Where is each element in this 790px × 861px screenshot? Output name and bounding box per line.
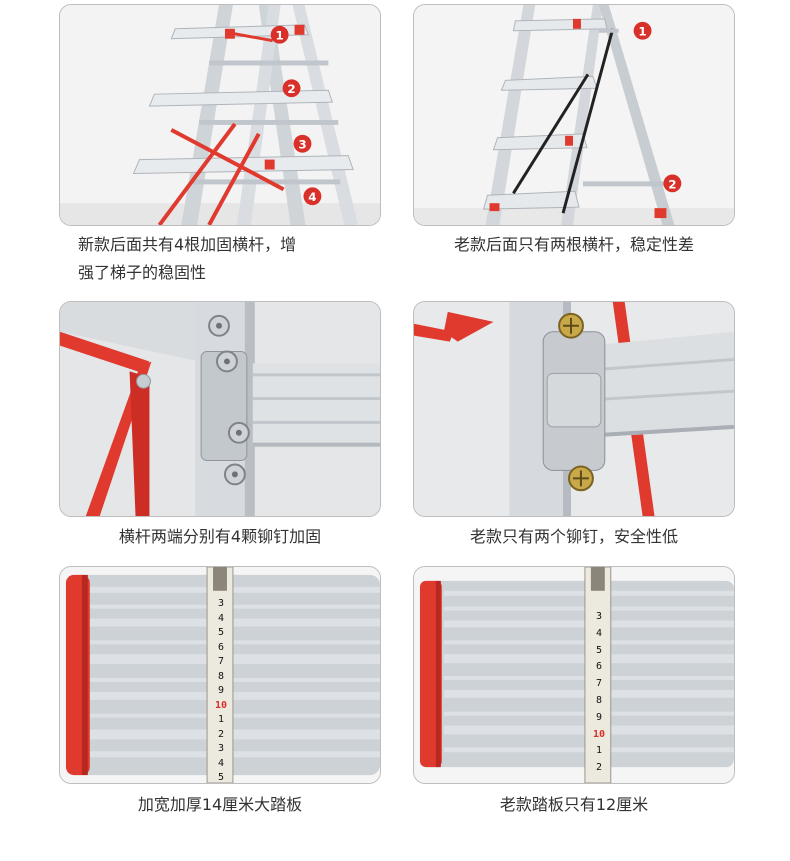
- old-step-caption: 老款踏板只有12厘米: [499, 795, 649, 814]
- rivet-4: [223, 463, 246, 486]
- old-ladder-braces-caption: 老款后面只有两根横杆，稳定性差: [453, 235, 694, 254]
- number-badge-2: 2: [282, 79, 301, 98]
- tape-number: 4: [217, 757, 225, 769]
- tape-number: 7: [217, 656, 225, 667]
- four-rivets-illustration: [60, 302, 380, 516]
- tape-number: 4: [217, 612, 225, 624]
- four-rivets-caption: 横杆两端分别有4颗铆钉加固: [118, 527, 322, 546]
- tape-number-highlight: 10: [592, 728, 606, 740]
- tape-number: 2: [217, 728, 225, 740]
- two-rivets-illustration: [414, 302, 734, 516]
- wide-step-caption: 加宽加厚14厘米大踏板: [137, 795, 303, 814]
- tape-number: 1: [217, 714, 225, 725]
- tape-number: 7: [595, 678, 603, 690]
- old-ladder-illustration: 1 2: [414, 5, 734, 225]
- wide-step-illustration: [60, 567, 380, 783]
- svg-text:2: 2: [668, 177, 676, 191]
- new-ladder-rear-braces-photo: 1 2 3 4: [59, 4, 381, 226]
- svg-text:4: 4: [308, 190, 316, 204]
- number-badge-3: 3: [293, 134, 312, 153]
- number-badge-2: 2: [663, 174, 682, 193]
- tape-number: 8: [595, 694, 603, 706]
- tape-number: 4: [595, 627, 603, 639]
- tape-number: 9: [595, 711, 603, 723]
- two-rivets-closeup-photo: [413, 301, 735, 517]
- rivet-2: [216, 350, 238, 373]
- old-ladder-rear-braces-photo: 1 2: [413, 4, 735, 226]
- tape-number: 6: [595, 661, 603, 673]
- tape-number: 2: [595, 762, 603, 774]
- tape-number: 5: [217, 627, 225, 638]
- tape-number: 3: [217, 598, 225, 609]
- caption-line-1: 新款后面共有4根加固横杆，增: [78, 235, 297, 254]
- tape-number: 5: [595, 644, 603, 656]
- svg-text:1: 1: [275, 29, 283, 43]
- new-ladder-braces-caption: 新款后面共有4根加固横杆，增 强了梯子的稳固性: [78, 231, 378, 287]
- four-rivets-closeup-photo: [59, 301, 381, 517]
- rivet-1: [208, 314, 230, 337]
- screw-1: [558, 312, 584, 339]
- number-badge-1: 1: [633, 21, 652, 40]
- tape-number: 1: [595, 745, 603, 757]
- wide-step-14cm-photo: 3 4 5 6 7 8 9 10 1 2 3 4 5: [59, 566, 381, 784]
- tape-number: 9: [217, 685, 225, 696]
- number-badge-4: 4: [303, 187, 322, 206]
- screw-2: [568, 465, 594, 492]
- caption-line-2: 强了梯子的稳固性: [78, 263, 207, 282]
- svg-text:3: 3: [298, 138, 306, 152]
- rivet-3: [227, 421, 250, 444]
- tape-number: 5: [217, 772, 225, 783]
- svg-text:2: 2: [287, 82, 295, 96]
- old-step-illustration: [414, 567, 734, 783]
- tape-number: 8: [217, 670, 225, 682]
- tape-number: 3: [595, 611, 603, 622]
- old-step-12cm-photo: 3 4 5 6 7 8 9 10 1 2: [413, 566, 735, 784]
- tape-number-highlight: 10: [214, 699, 228, 711]
- new-ladder-illustration: 1 2 3 4: [60, 5, 380, 225]
- tape-measure-numbers: 3 4 5 6 7 8 9 10 1 2 3 4 5: [210, 597, 232, 783]
- svg-text:1: 1: [638, 25, 646, 39]
- tape-measure-numbers: 3 4 5 6 7 8 9 10 1 2: [588, 609, 610, 777]
- tape-number: 3: [217, 743, 225, 754]
- two-rivets-caption: 老款只有两个铆钉，安全性低: [469, 527, 678, 546]
- number-badge-1: 1: [270, 25, 289, 44]
- tape-number: 6: [217, 641, 225, 653]
